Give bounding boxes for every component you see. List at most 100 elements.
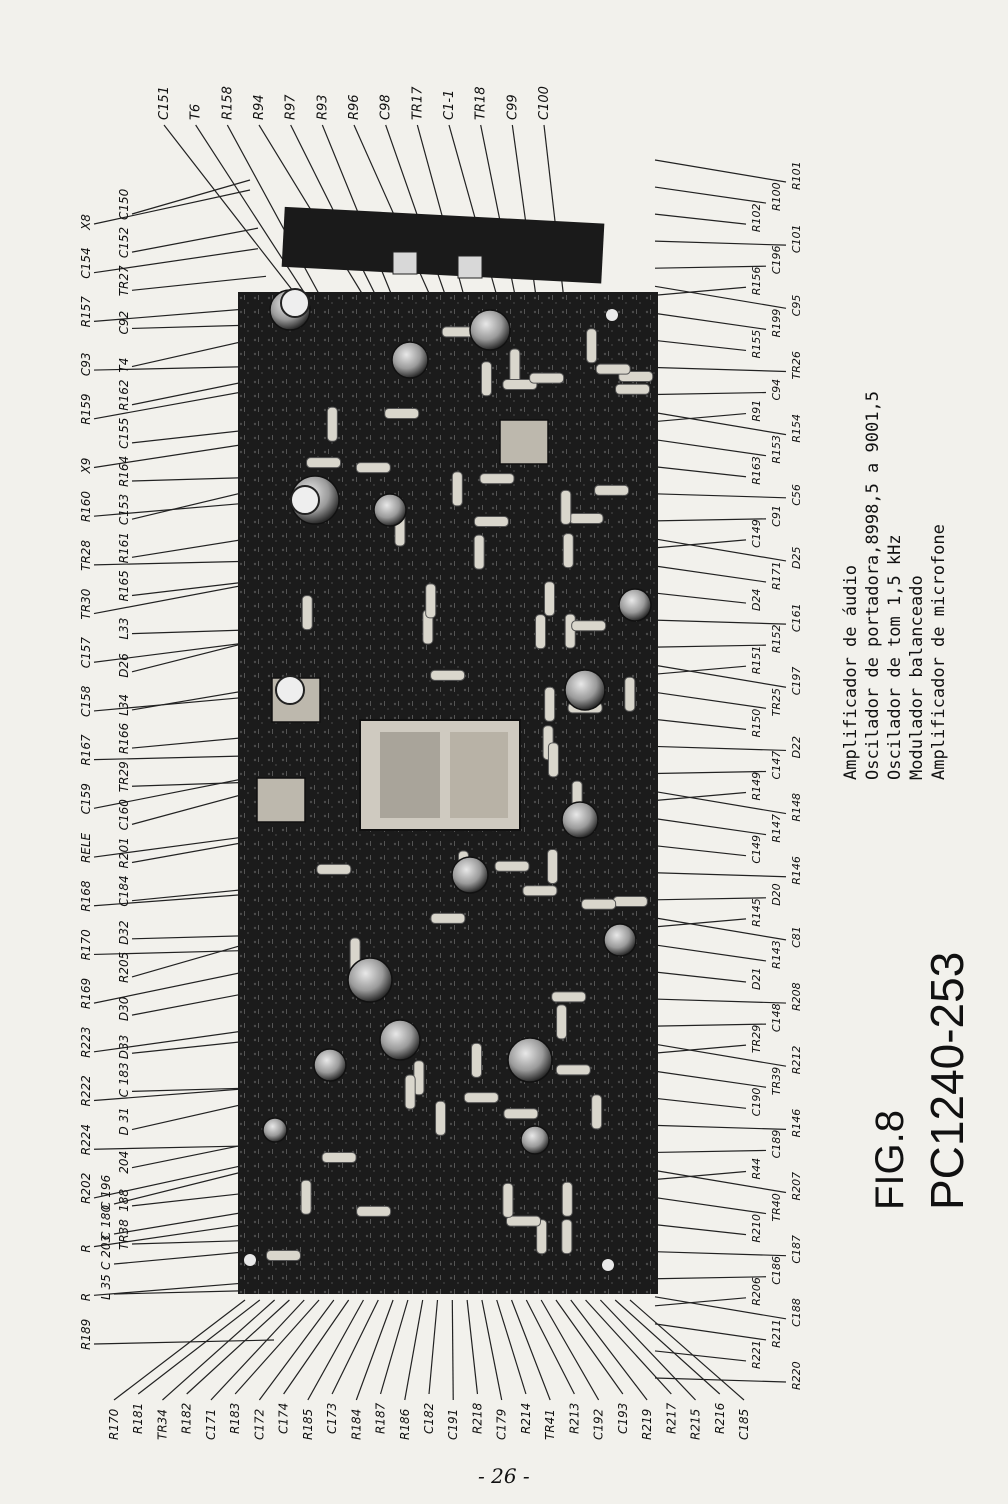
right-label: D24 bbox=[750, 589, 763, 611]
resistor bbox=[356, 1205, 392, 1217]
bottom-label: C174 bbox=[277, 1403, 291, 1434]
bottom-label: C185 bbox=[737, 1409, 751, 1440]
left-label: R bbox=[79, 1293, 93, 1301]
resistor bbox=[555, 1064, 591, 1076]
leader-left bbox=[131, 942, 251, 978]
left-label: TR27 bbox=[117, 265, 131, 296]
leader-right bbox=[654, 285, 787, 309]
transistor bbox=[392, 251, 418, 275]
resistor bbox=[430, 669, 466, 681]
leader-right bbox=[654, 1124, 787, 1130]
resistor bbox=[505, 1215, 541, 1227]
resistor bbox=[612, 895, 648, 907]
resistor bbox=[547, 742, 559, 778]
resistor bbox=[571, 620, 607, 632]
capacitor bbox=[469, 309, 511, 351]
leader-bottom bbox=[466, 1299, 479, 1395]
capacitor bbox=[313, 1048, 347, 1082]
leader-bottom bbox=[113, 1299, 246, 1401]
leader-left bbox=[93, 1027, 267, 1053]
left-label: D26 bbox=[117, 653, 131, 678]
left-label: TR38 bbox=[117, 1219, 131, 1250]
left-label: R169 bbox=[79, 978, 93, 1009]
right-label: R101 bbox=[790, 161, 803, 190]
transformer bbox=[256, 777, 306, 823]
resistor bbox=[535, 614, 547, 650]
caption-balanced-mod: Modulador balanceado bbox=[907, 575, 927, 780]
leader-left bbox=[93, 949, 251, 956]
leader-bottom bbox=[599, 1299, 696, 1401]
capacitor bbox=[373, 493, 407, 527]
leader-right bbox=[654, 818, 767, 836]
caption-mic-amp: Amplificador de microfone bbox=[929, 524, 949, 780]
capacitor bbox=[603, 923, 637, 957]
right-label: C147 bbox=[770, 751, 783, 780]
leader-left bbox=[131, 428, 259, 444]
right-label: R146 bbox=[790, 1109, 803, 1138]
left-label: X9 bbox=[79, 458, 93, 475]
resistor bbox=[480, 361, 492, 397]
right-label: R199 bbox=[770, 309, 783, 338]
left-label: RELE bbox=[79, 832, 93, 863]
leader-bottom bbox=[307, 1299, 364, 1401]
left-label: D 31 bbox=[117, 1107, 131, 1135]
resistor bbox=[562, 533, 574, 569]
leader-left bbox=[131, 1143, 251, 1169]
resistor bbox=[301, 595, 313, 631]
leader-right bbox=[654, 998, 787, 1004]
leader-right bbox=[654, 619, 787, 625]
bottom-label: R215 bbox=[689, 1409, 703, 1440]
resistor bbox=[502, 1182, 514, 1218]
resistor bbox=[529, 372, 565, 384]
leader-right bbox=[654, 366, 787, 373]
left-label: C150 bbox=[117, 188, 131, 220]
leader-right bbox=[654, 1043, 787, 1067]
left-label: R201 bbox=[117, 837, 131, 868]
figure-label: FIG.8 bbox=[868, 1109, 912, 1210]
leader-left bbox=[93, 1222, 259, 1248]
leader-bottom bbox=[496, 1299, 527, 1395]
bottom-label: R185 bbox=[301, 1409, 315, 1440]
resistor bbox=[536, 1219, 548, 1255]
caption-audio-amp: Amplificador de áudio bbox=[841, 565, 861, 780]
leader-right bbox=[654, 412, 787, 436]
leader-right bbox=[654, 791, 747, 802]
leader-right bbox=[654, 592, 747, 604]
right-label: C190 bbox=[750, 1088, 763, 1117]
resistor bbox=[561, 1219, 573, 1255]
capacitor bbox=[520, 1125, 550, 1155]
leader-right bbox=[654, 691, 767, 709]
leader-right bbox=[654, 1276, 767, 1280]
right-label: C197 bbox=[790, 667, 803, 696]
bottom-label: R182 bbox=[180, 1403, 194, 1434]
bottom-label: R184 bbox=[349, 1409, 363, 1440]
bottom-label: R181 bbox=[131, 1403, 145, 1434]
leader-left bbox=[131, 629, 259, 635]
left-label: R159 bbox=[79, 394, 93, 425]
resistor bbox=[300, 1179, 312, 1215]
right-label: TR39 bbox=[770, 1067, 783, 1095]
capacitor bbox=[262, 1117, 288, 1143]
resistor bbox=[551, 991, 587, 1003]
leader-left bbox=[93, 189, 251, 225]
right-label: R146 bbox=[790, 856, 803, 885]
resistor bbox=[544, 581, 556, 617]
right-label: C188 bbox=[790, 1298, 803, 1327]
leader-left bbox=[93, 696, 251, 712]
right-label: C186 bbox=[770, 1256, 783, 1285]
leader-left bbox=[131, 580, 251, 597]
heatsink-bracket bbox=[281, 206, 605, 284]
bottom-label: C192 bbox=[592, 1409, 606, 1440]
mounting-hole bbox=[602, 1259, 614, 1271]
left-label: L33 bbox=[117, 618, 131, 640]
bottom-label: C179 bbox=[495, 1409, 509, 1440]
top-label: C1-1 bbox=[442, 90, 457, 120]
leader-left bbox=[131, 990, 259, 1016]
right-label: R151 bbox=[750, 646, 763, 675]
right-label: D22 bbox=[790, 736, 803, 758]
resistor bbox=[586, 328, 598, 364]
page-number: - 26 - bbox=[478, 1464, 530, 1488]
left-label: T4 bbox=[117, 358, 131, 373]
left-label: 204 bbox=[117, 1151, 131, 1174]
